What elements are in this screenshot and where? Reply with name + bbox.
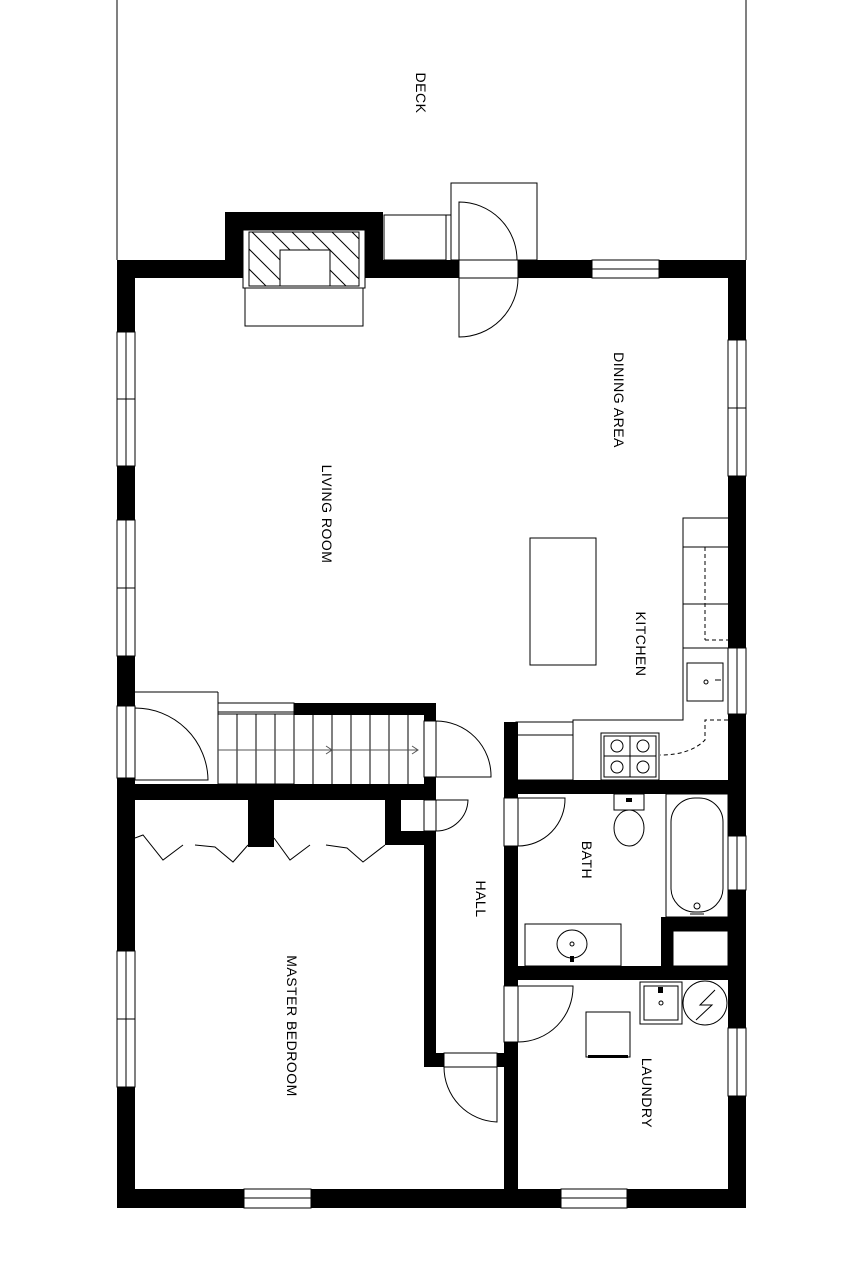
room-label-living-room: LIVING ROOM: [319, 465, 335, 564]
fireplace: [242, 229, 366, 327]
interior-walls: [117, 703, 746, 1208]
bath-vanity: [524, 923, 622, 967]
deck-steps: [383, 182, 538, 261]
washer: [585, 1011, 631, 1058]
deck-outline: [116, 0, 747, 260]
room-label-deck: DECK: [413, 73, 429, 114]
room-label-dining-area: DINING AREA: [611, 352, 627, 448]
room-label-bath: BATH: [579, 841, 595, 879]
room-label-master-bedroom: MASTER BEDROOM: [284, 955, 300, 1097]
doors: [134, 201, 574, 1123]
room-label-hall: HALL: [473, 880, 489, 917]
windows: [116, 259, 747, 1209]
bathtub: [665, 793, 729, 918]
staircase: [134, 691, 419, 785]
water-heater: [682, 980, 728, 1026]
toilet: [613, 793, 645, 847]
laundry-sink: [639, 981, 683, 1025]
room-label-kitchen: KITCHEN: [633, 612, 649, 677]
kitchen-island: [529, 537, 597, 666]
linen-closet: [672, 930, 729, 967]
kitchen-counter: [515, 517, 728, 781]
room-label-laundry: LAUNDRY: [639, 1058, 655, 1128]
range-stove: [600, 732, 660, 781]
kitchen-sink: [686, 662, 724, 702]
